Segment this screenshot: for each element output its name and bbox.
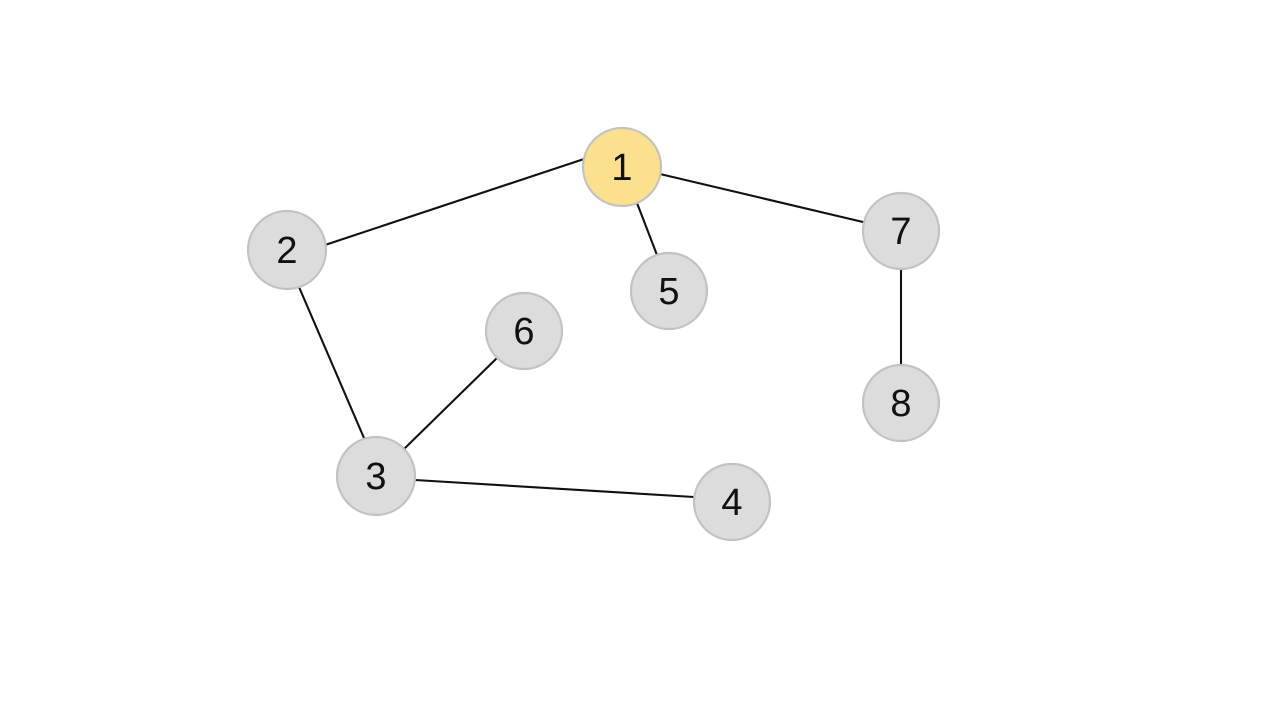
- graph-edge-3-4: [413, 478, 696, 499]
- graph-node-circle-6[interactable]: [484, 291, 564, 371]
- graph-node-circle-7[interactable]: [861, 191, 941, 271]
- graph-node-4[interactable]: 4: [692, 462, 772, 542]
- graph-edge-3-6: [402, 356, 499, 451]
- graph-node-1[interactable]: 1: [581, 126, 663, 208]
- graph-node-circle-3[interactable]: [335, 435, 417, 517]
- graph-edge-1-2: [323, 157, 586, 247]
- graph-node-7[interactable]: 7: [861, 191, 941, 271]
- graph-node-circle-1[interactable]: [581, 126, 663, 208]
- graph-node-8[interactable]: 8: [861, 363, 941, 443]
- graph-edge-1-5: [635, 201, 659, 257]
- graph-node-2[interactable]: 2: [246, 209, 328, 291]
- graph-node-circle-4[interactable]: [692, 462, 772, 542]
- graph-edge-2-3: [297, 285, 366, 440]
- graph-node-5[interactable]: 5: [629, 251, 709, 331]
- graph-edge-1-7: [658, 172, 865, 224]
- graph-node-6[interactable]: 6: [484, 291, 564, 371]
- graph-node-circle-2[interactable]: [246, 209, 328, 291]
- graph-node-3[interactable]: 3: [335, 435, 417, 517]
- graph-node-circle-8[interactable]: [861, 363, 941, 443]
- graph-node-circle-5[interactable]: [629, 251, 709, 331]
- edge-layer: [297, 157, 903, 499]
- node-layer: 1 2 3 4 56 7 8: [246, 126, 941, 542]
